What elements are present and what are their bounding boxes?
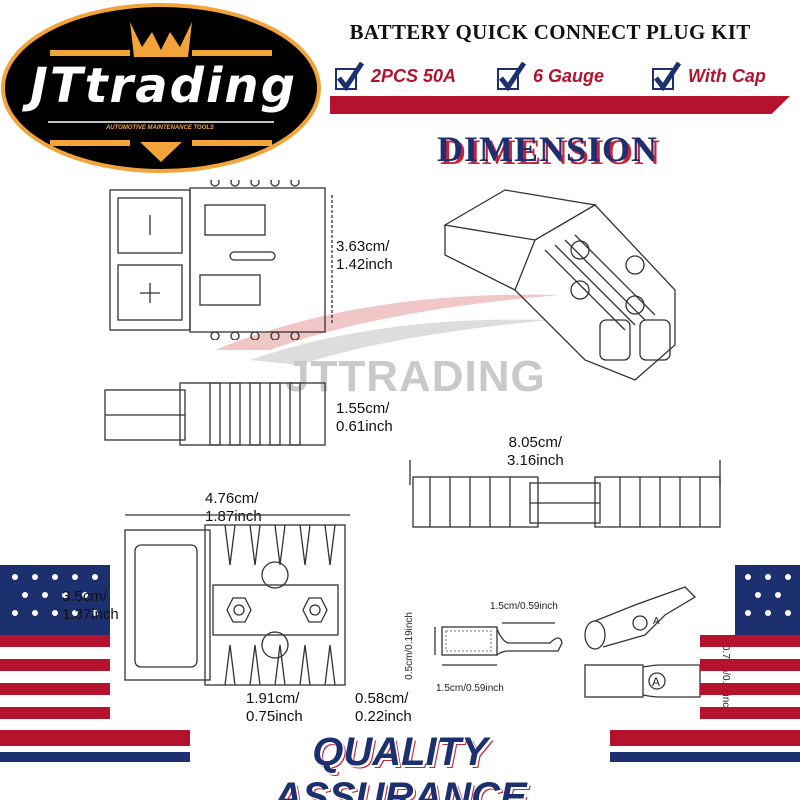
quality-assurance-banner: QUALITY ASSURANCE [273, 730, 527, 800]
dimension-inch: 0.22inch [355, 708, 412, 725]
dimension-cm: 1.55cm/ [336, 400, 390, 417]
checkbox-checked-icon [335, 61, 365, 91]
dimension-inch: 1.87inch [205, 508, 262, 525]
terminal-spacing-dimension: 1.91cm/ 0.75inch [246, 690, 303, 726]
side-view-drawing [104, 382, 326, 446]
watermark-swoosh [215, 294, 560, 365]
height-dimension: 3.63cm/ 1.42inch [336, 238, 393, 274]
dimension-cm: 8.05cm/ [508, 434, 563, 451]
contact-side-drawing [434, 622, 563, 666]
feature-2: 6 Gauge [497, 58, 604, 94]
feature-1: 2PCS 50A [335, 58, 456, 94]
red-stripe [330, 96, 790, 114]
isometric-drawing [443, 189, 676, 381]
dimension-inch: 0.61inch [336, 418, 393, 435]
contact-mark-label: A [653, 616, 660, 627]
edge-offset-dimension: 0.58cm/ 0.22inch [355, 690, 412, 726]
contact-barrel-dimension: 1.5cm/0.59inch [436, 683, 504, 694]
checkbox-checked-icon [497, 61, 527, 91]
contact-mark-label: A [652, 675, 661, 689]
front-height-dimension: 3.5cm/ 1.37inch [62, 588, 119, 624]
length-view-drawing [409, 460, 721, 528]
contact-tail-dimension: 1.5cm/0.59inch [490, 601, 558, 612]
section-heading: DIMENSION [436, 129, 659, 169]
us-flag-left [0, 565, 110, 719]
footer-stripe-left-navy [0, 752, 190, 762]
dimension-cm: 3.5cm/ [62, 588, 108, 605]
product-title: BATTERY QUICK CONNECT PLUG KIT [349, 20, 751, 44]
top-view-drawing [109, 180, 333, 340]
checkbox-checked-icon [652, 61, 682, 91]
feature-label: With Cap [688, 65, 766, 86]
dimension-cm: 0.58cm/ [355, 690, 409, 707]
watermark-text: JTTRADING [285, 352, 546, 401]
dimension-cm: 4.76cm/ [205, 490, 259, 507]
footer-stripe-right [610, 730, 800, 746]
dimension-inch: 1.42inch [336, 256, 393, 273]
front-view-drawing [124, 514, 350, 686]
contact-iso-drawing [584, 586, 701, 698]
us-flag-right [700, 565, 800, 719]
dimension-inch: 0.75inch [246, 708, 303, 725]
feature-label: 6 Gauge [533, 65, 605, 86]
contact-tip-dimension: 0.7cm/0.27inch [720, 645, 731, 713]
length-dimension: 8.05cm/ 3.16inch [507, 434, 564, 470]
brand-logo [1, 3, 321, 173]
brand-name: JTtrading [30, 58, 297, 114]
brand-tagline: AUTOMOTIVE MAINTENANCE TOOLS [105, 125, 215, 131]
dimension-inch: 3.16inch [507, 452, 564, 469]
footer-stripe-left [0, 730, 190, 746]
feature-3: With Cap [652, 58, 766, 94]
footer-stripe-right-navy [610, 752, 800, 762]
width-dimension: 4.76cm/ 1.87inch [205, 490, 262, 526]
dimension-inch: 1.37inch [62, 606, 119, 623]
dimension-cm: 1.91cm/ [246, 690, 300, 707]
thickness-dimension: 1.55cm/ 0.61inch [336, 400, 393, 436]
contact-diameter-dimension: 0.5cm/0.19inch [404, 612, 415, 680]
dimension-cm: 3.63cm/ [336, 238, 390, 255]
feature-label: 2PCS 50A [371, 65, 457, 86]
